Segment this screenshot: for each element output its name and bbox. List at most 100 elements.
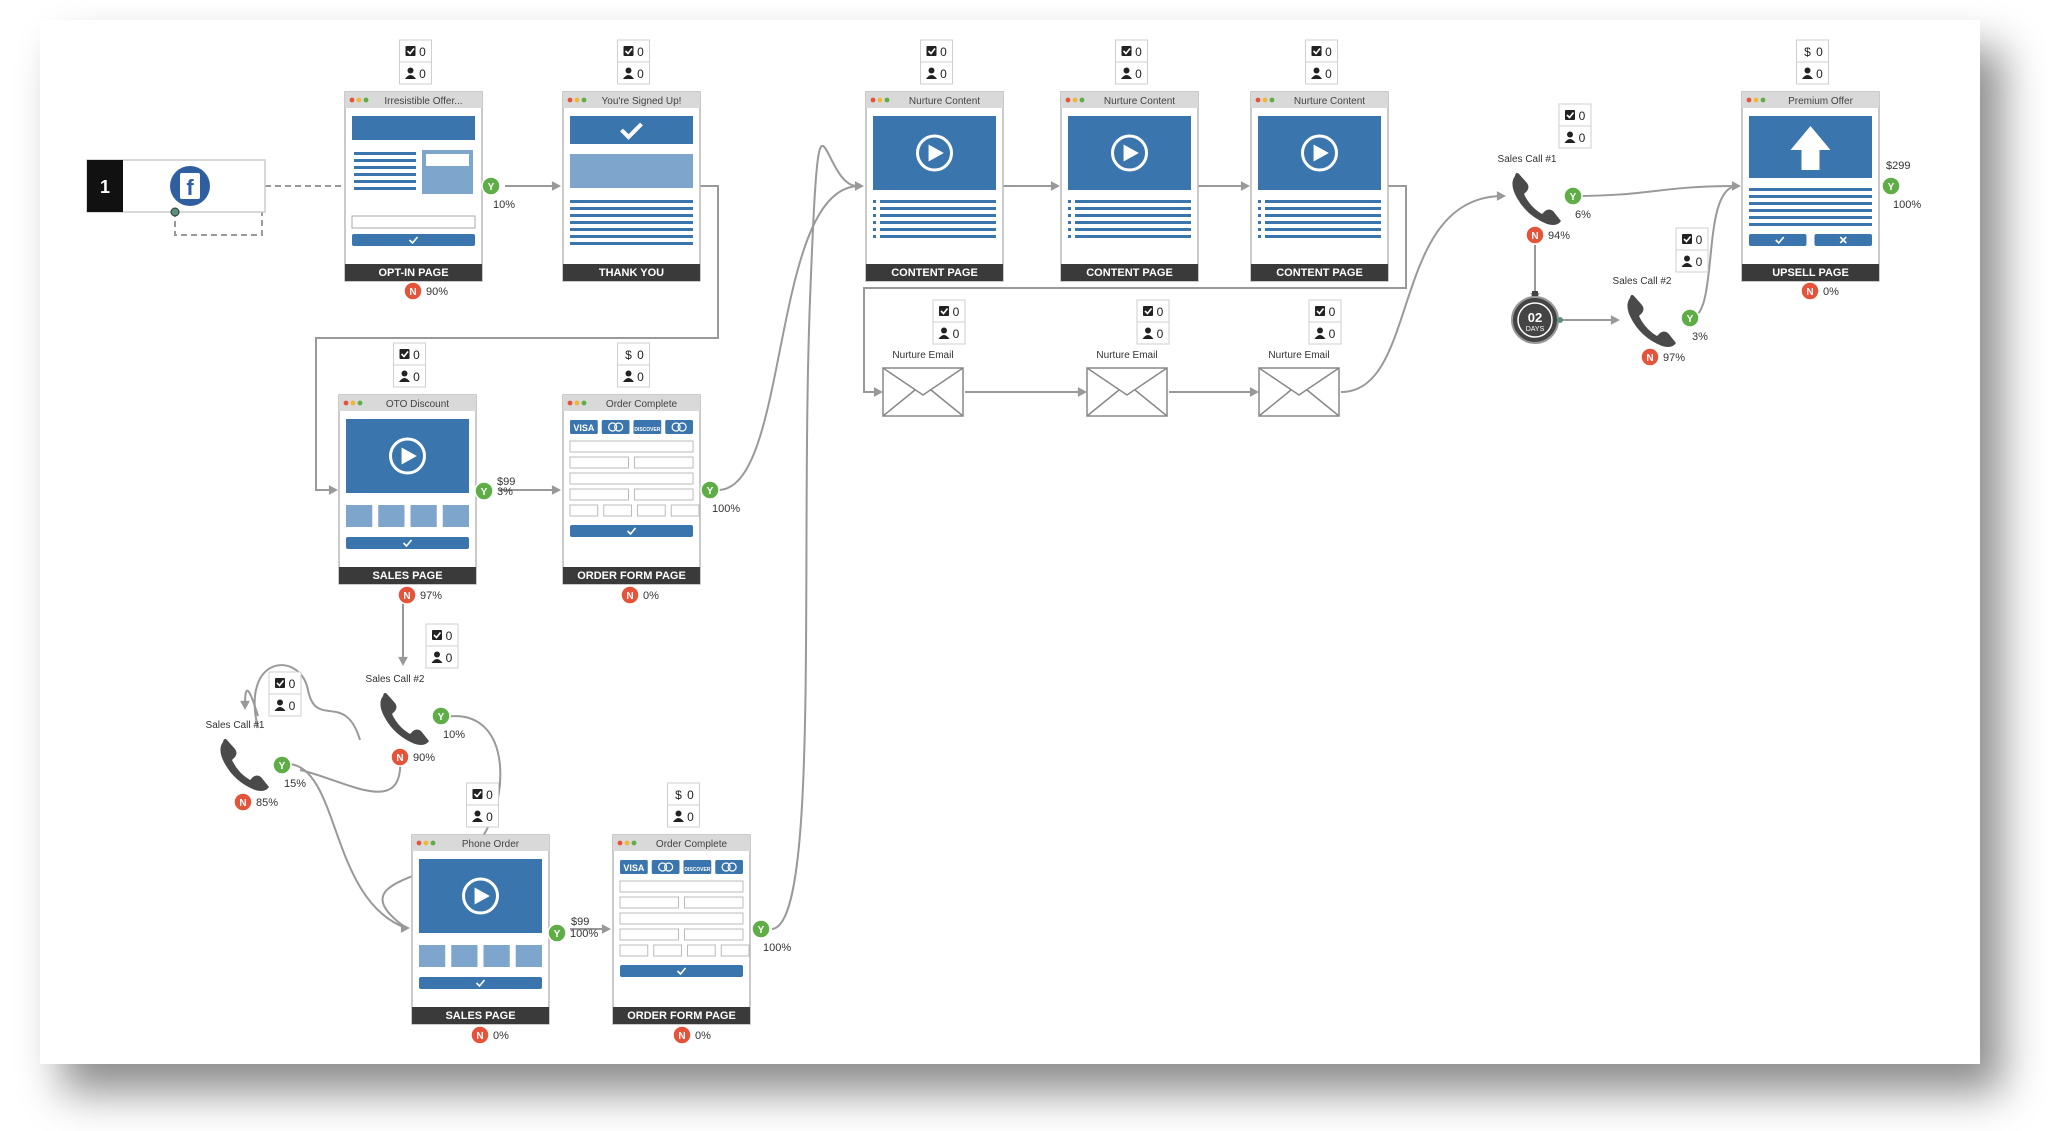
submit-button-shape bbox=[419, 977, 542, 989]
page-thumbnail-content bbox=[873, 116, 996, 238]
person-icon bbox=[1142, 327, 1154, 339]
card-brand-text: DISCOVER bbox=[634, 427, 661, 433]
form-field-shape bbox=[619, 880, 744, 893]
checkbox-icon bbox=[399, 349, 410, 359]
counter-cell bbox=[667, 804, 700, 828]
arrow-head bbox=[1496, 191, 1506, 201]
form-field-shape bbox=[634, 488, 694, 501]
callLow1-yes-badge[interactable]: Y15% bbox=[272, 755, 306, 790]
browser-bar bbox=[563, 92, 700, 108]
connector-line bbox=[717, 185, 859, 491]
call-node-callTop2[interactable]: Sales Call #2 bbox=[1613, 276, 1676, 347]
window-dot bbox=[624, 840, 630, 846]
person-icon bbox=[399, 370, 410, 382]
badge-letter: N bbox=[403, 591, 410, 602]
check-icon bbox=[1775, 236, 1785, 245]
browser-bar bbox=[1251, 92, 1388, 108]
window-dot bbox=[617, 840, 623, 846]
conversion-percent: 94% bbox=[1548, 230, 1570, 242]
text-line bbox=[1749, 188, 1872, 191]
counter-callTop1: 00 bbox=[1558, 103, 1592, 149]
window-dot bbox=[1072, 97, 1078, 103]
window-dot bbox=[631, 840, 637, 846]
conversion-percent: 100% bbox=[712, 503, 740, 515]
counter-cell bbox=[399, 61, 432, 85]
connector-handle[interactable] bbox=[170, 207, 180, 217]
person-icon bbox=[274, 699, 286, 711]
email-node-email3[interactable]: Nurture Email bbox=[1258, 350, 1340, 417]
call-node-callLow1[interactable]: Sales Call #1 bbox=[206, 720, 269, 791]
form-field-shape bbox=[603, 504, 632, 517]
check-icon bbox=[402, 539, 413, 548]
upsell-price: $299 bbox=[1886, 160, 1910, 172]
step-number-box bbox=[87, 160, 123, 212]
callLow2-yes-badge[interactable]: Y10% bbox=[431, 706, 465, 741]
window-dot bbox=[1262, 97, 1268, 103]
email-node-email2[interactable]: Nurture Email bbox=[1086, 350, 1168, 417]
counter-email3: 00 bbox=[1308, 299, 1342, 345]
page-thumbnail-content bbox=[1258, 116, 1381, 238]
counter-value: 0 bbox=[486, 810, 493, 824]
counter-value: 0 bbox=[687, 788, 694, 802]
callTop2-yes-badge[interactable]: Y3% bbox=[1680, 308, 1708, 343]
email-label: Nurture Email bbox=[1096, 350, 1157, 361]
form-field-shape bbox=[619, 896, 679, 909]
page-node-optin[interactable]: Irresistible Offer...OPT-IN PAGE bbox=[344, 91, 483, 282]
page-label-bar bbox=[1742, 264, 1879, 281]
call-node-callTop1[interactable]: Sales Call #1 bbox=[1498, 154, 1561, 225]
page-node-thanks[interactable]: You're Signed Up!THANK YOU bbox=[562, 91, 701, 282]
text-line bbox=[354, 173, 416, 176]
badge-letter: Y bbox=[438, 712, 445, 723]
page-label-bar bbox=[345, 264, 482, 281]
optin-yes-badge[interactable]: Y10% bbox=[481, 176, 515, 211]
page-type-label: OPT-IN PAGE bbox=[378, 267, 448, 279]
call-node-callLow2[interactable]: Sales Call #2 bbox=[366, 674, 429, 745]
person-icon bbox=[926, 67, 937, 79]
envelope-icon bbox=[882, 367, 964, 417]
person-icon bbox=[1314, 327, 1326, 339]
counter-cell bbox=[1796, 39, 1829, 63]
conversion-percent: 3% bbox=[1692, 331, 1708, 343]
person-icon bbox=[431, 651, 443, 663]
dollar-icon: $ bbox=[625, 348, 632, 362]
email-node-email1[interactable]: Nurture Email bbox=[882, 350, 964, 417]
callTop1-yes-badge[interactable]: Y6% bbox=[1563, 186, 1591, 221]
window-dot bbox=[574, 400, 580, 406]
arrow-head bbox=[1050, 181, 1060, 191]
counter-value: 0 bbox=[1696, 255, 1703, 269]
counter-value: 0 bbox=[1135, 45, 1142, 59]
checkbox-icon bbox=[1565, 110, 1575, 120]
check-icon bbox=[620, 122, 643, 140]
counter-cell bbox=[617, 342, 650, 366]
play-icon bbox=[462, 877, 499, 915]
connector-line bbox=[289, 763, 407, 929]
counter-sales1: 00 bbox=[393, 342, 426, 388]
counter-value: 0 bbox=[637, 67, 644, 81]
connector-handle[interactable] bbox=[1557, 317, 1563, 323]
